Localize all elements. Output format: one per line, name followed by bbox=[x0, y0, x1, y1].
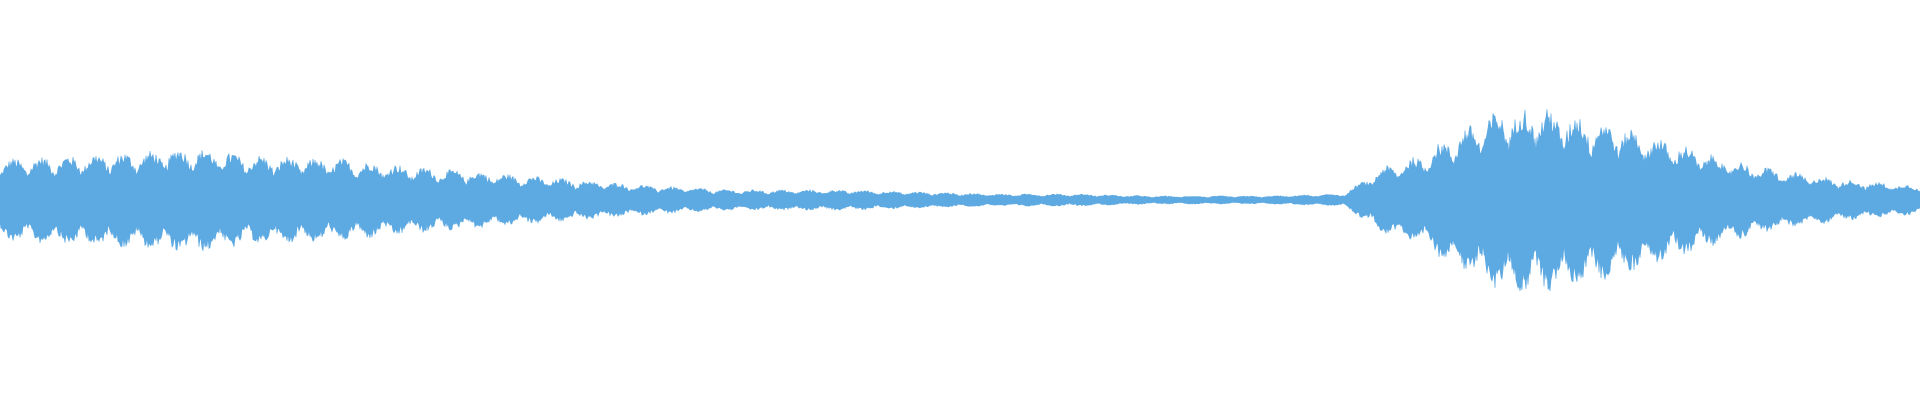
waveform-envelope bbox=[0, 109, 1920, 292]
